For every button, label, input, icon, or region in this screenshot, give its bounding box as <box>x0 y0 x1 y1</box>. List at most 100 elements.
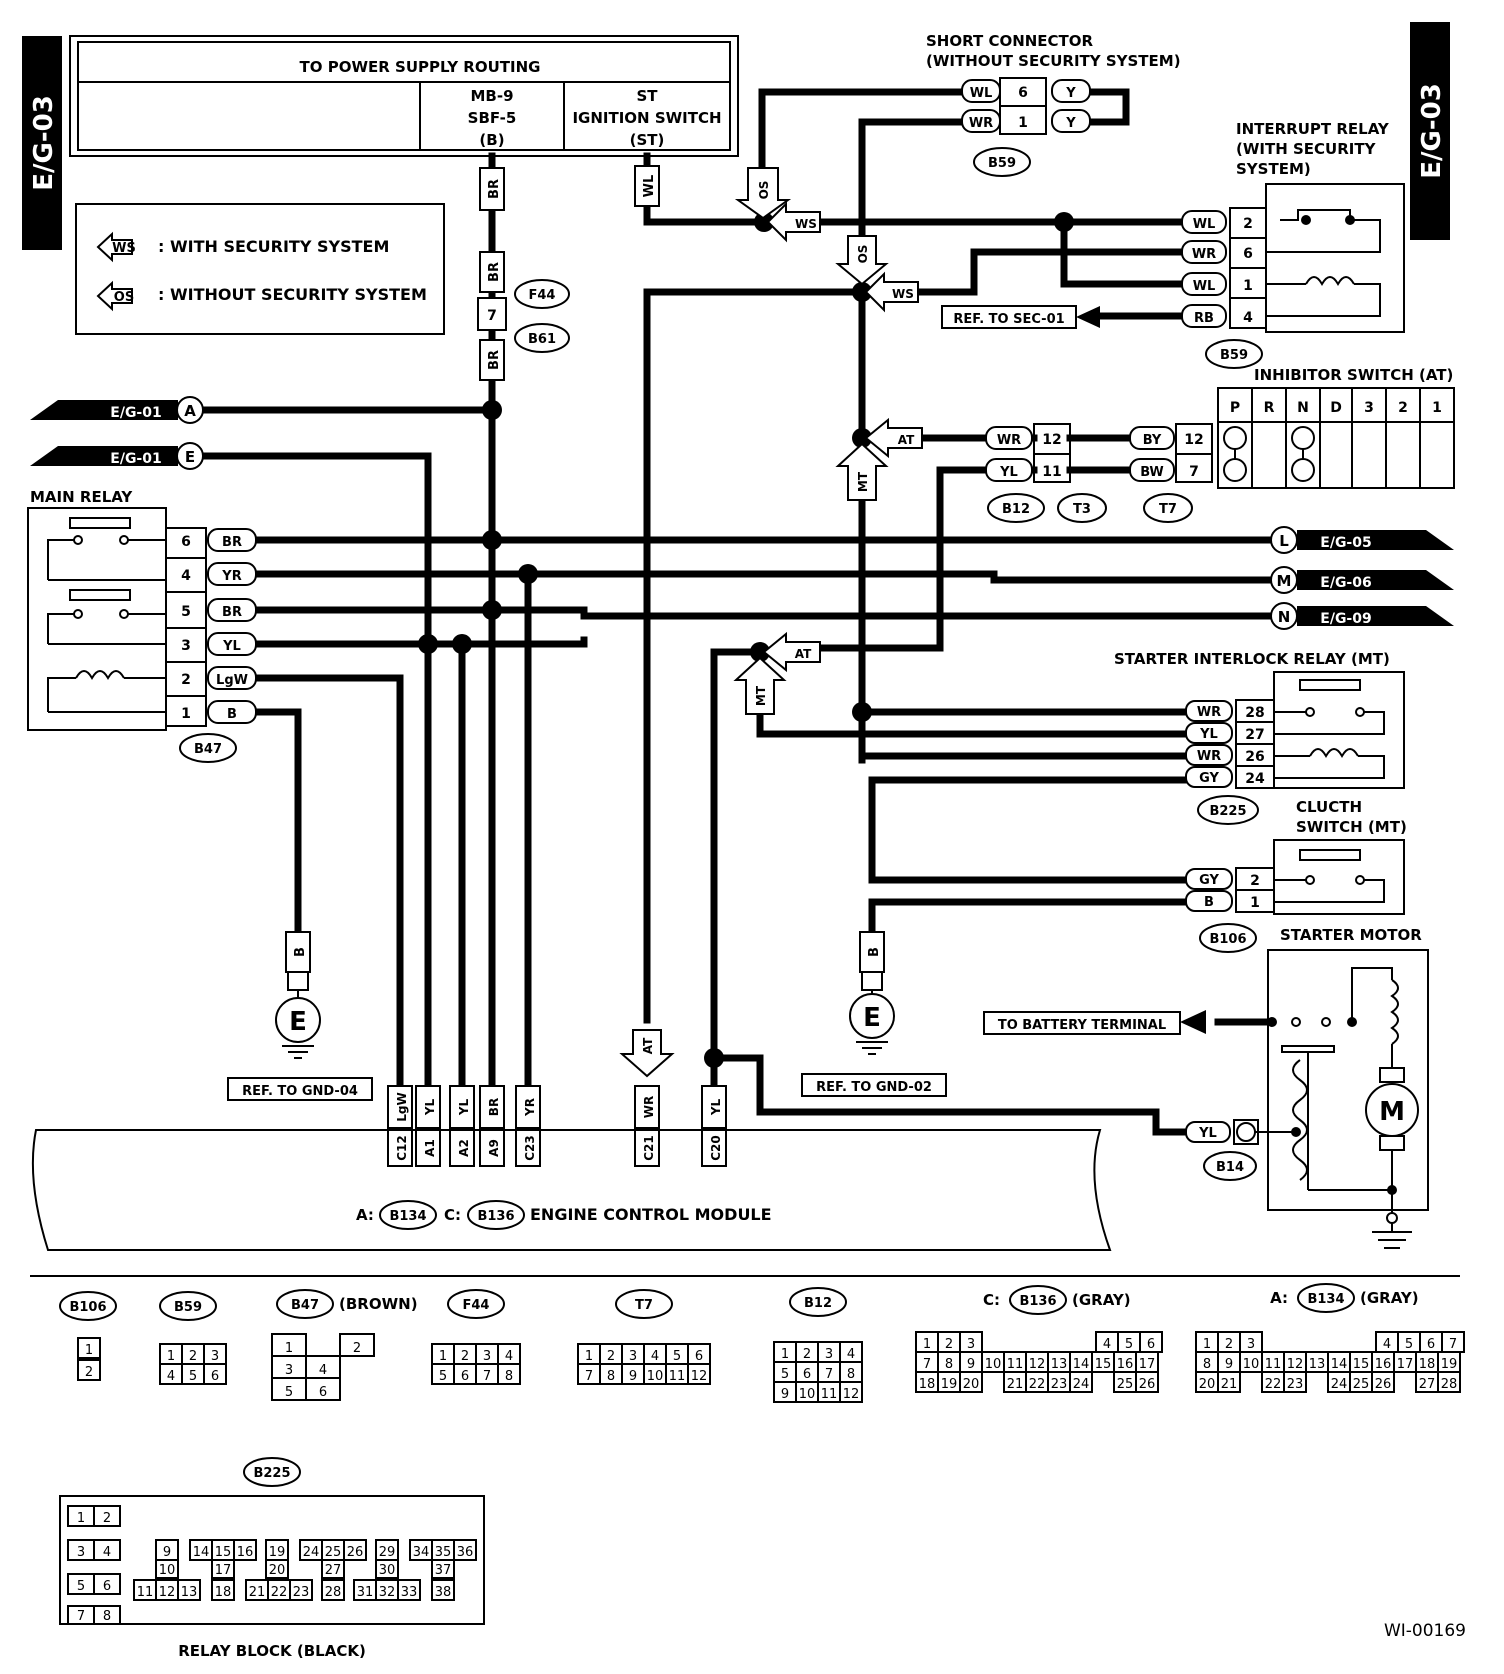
svg-text:N: N <box>1278 608 1291 626</box>
svg-text:12: 12 <box>1029 1357 1046 1372</box>
svg-text:2: 2 <box>353 1341 361 1356</box>
svg-text:WL: WL <box>1193 279 1216 294</box>
svg-text:18: 18 <box>919 1377 936 1392</box>
mt-arrow-icon <box>733 656 787 715</box>
b134-pin: 7 <box>1441 1331 1465 1353</box>
t7-pin: 7 <box>577 1363 601 1385</box>
svg-text:2: 2 <box>607 1349 615 1364</box>
svg-text:1: 1 <box>781 1347 789 1362</box>
svg-text:1: 1 <box>585 1349 593 1364</box>
svg-text:9: 9 <box>967 1357 975 1372</box>
svg-text:2: 2 <box>103 1511 111 1526</box>
svg-text:F44: F44 <box>463 1298 490 1313</box>
svg-text:YL: YL <box>1198 1126 1217 1141</box>
t7-pin: 8 <box>599 1363 623 1385</box>
svg-text:E/G-03: E/G-03 <box>1417 83 1447 179</box>
f44-connector-label: F44 <box>529 288 556 303</box>
svg-text:6: 6 <box>461 1369 469 1384</box>
b136-pin: 21 <box>1003 1371 1027 1393</box>
svg-text:YL: YL <box>1199 727 1218 742</box>
svg-text:7: 7 <box>483 1369 491 1384</box>
ws-legend-text: : WITH SECURITY SYSTEM <box>158 237 389 256</box>
b136-pin: 17 <box>1135 1351 1159 1373</box>
svg-text:22: 22 <box>271 1585 288 1600</box>
b225-pin: 3 <box>67 1539 95 1561</box>
svg-text:20: 20 <box>963 1377 980 1392</box>
st-label: ST <box>636 87 658 105</box>
svg-text:M: M <box>1277 572 1292 590</box>
svg-text:15: 15 <box>1095 1357 1112 1372</box>
b136-pin: 7 <box>915 1351 939 1373</box>
svg-text:B12: B12 <box>804 1296 832 1311</box>
svg-text:6: 6 <box>181 534 191 550</box>
b134-pin: 6 <box>1419 1331 1443 1353</box>
main-relay: MAIN RELAY 6 BR 4 YR 5 <box>27 488 257 763</box>
b136-pin: 11 <box>1003 1351 1027 1373</box>
b47-pin: 5 <box>271 1377 307 1401</box>
b12-pin: 5 <box>773 1361 797 1383</box>
b134-pin: 21 <box>1217 1371 1241 1393</box>
svg-text:GY: GY <box>1199 873 1219 888</box>
b12-pin: 2 <box>795 1341 819 1363</box>
at-arrow-icon <box>864 417 923 459</box>
svg-text:A:: A: <box>356 1206 374 1224</box>
svg-text:21: 21 <box>1007 1377 1024 1392</box>
svg-text:28: 28 <box>1245 705 1264 721</box>
svg-text:E/G-06: E/G-06 <box>1320 575 1371 591</box>
b225-pin: 16 <box>233 1539 257 1561</box>
svg-text:16: 16 <box>237 1545 254 1560</box>
svg-text:12: 12 <box>159 1585 176 1600</box>
svg-text:4: 4 <box>103 1545 111 1560</box>
b134-pin: 14 <box>1327 1351 1351 1373</box>
svg-text:LgW: LgW <box>216 673 248 688</box>
svg-text:7: 7 <box>1189 464 1199 480</box>
svg-text:1: 1 <box>181 706 191 722</box>
svg-text:19: 19 <box>941 1377 958 1392</box>
svg-text:YR: YR <box>523 1098 537 1117</box>
at-arrow-icon <box>619 1029 675 1078</box>
b134-pin: 20 <box>1195 1371 1219 1393</box>
os-arrow-icon <box>96 280 133 312</box>
svg-text:B225: B225 <box>1209 804 1246 819</box>
svg-text:1: 1 <box>77 1511 85 1526</box>
svg-text:32: 32 <box>379 1585 396 1600</box>
b134-pin: 9 <box>1217 1351 1241 1373</box>
svg-text:OS: OS <box>114 290 134 305</box>
svg-text:16: 16 <box>1117 1357 1134 1372</box>
svg-text:3: 3 <box>1247 1337 1255 1352</box>
svg-text:18: 18 <box>215 1585 232 1600</box>
b225-pin: 6 <box>93 1573 121 1595</box>
b225-pin: 35 <box>431 1539 455 1561</box>
b225-pin: 36 <box>453 1539 477 1561</box>
svg-text:25: 25 <box>1353 1377 1370 1392</box>
b134-pin: 23 <box>1283 1371 1307 1393</box>
ecm-pin-labels: LgW C12 YL A1 YL A2 BR A9 YR C23 WR C21 <box>387 1085 727 1167</box>
b225-pin: 38 <box>431 1579 455 1601</box>
svg-text:E: E <box>185 448 195 466</box>
f44-connector-title: F44 <box>447 1289 505 1319</box>
svg-text:5: 5 <box>189 1369 197 1384</box>
svg-text:3: 3 <box>77 1545 85 1560</box>
interrupt-relay: INTERRUPT RELAY (WITH SECURITY SYSTEM) W… <box>941 120 1405 369</box>
b225-pin: 13 <box>177 1579 201 1601</box>
svg-text:23: 23 <box>1051 1377 1068 1392</box>
b225-pin: 31 <box>353 1579 377 1601</box>
svg-text:B59: B59 <box>1220 348 1248 363</box>
svg-text:25: 25 <box>1117 1377 1134 1392</box>
b134-pin: 1 <box>1195 1331 1219 1353</box>
svg-text:6: 6 <box>803 1367 811 1382</box>
svg-text:B: B <box>293 947 308 957</box>
b225-pin: 9 <box>155 1539 179 1561</box>
ground-left: B E REF. TO GND-04 <box>227 931 373 1101</box>
b225-pin: 12 <box>155 1579 179 1601</box>
svg-text:LgW: LgW <box>395 1092 409 1121</box>
svg-text:B12: B12 <box>1002 502 1030 517</box>
svg-text:13: 13 <box>1051 1357 1068 1372</box>
b136-pin: 2 <box>937 1331 961 1353</box>
svg-text:4: 4 <box>319 1363 327 1378</box>
svg-text:2: 2 <box>1225 1337 1233 1352</box>
b106-pin: 1 <box>77 1337 101 1359</box>
b134-pin: 27 <box>1415 1371 1439 1393</box>
starter-motor: STARTER MOTOR M TO BATTERY TERMINAL YL <box>983 926 1429 1249</box>
svg-text:BR: BR <box>487 1098 501 1116</box>
